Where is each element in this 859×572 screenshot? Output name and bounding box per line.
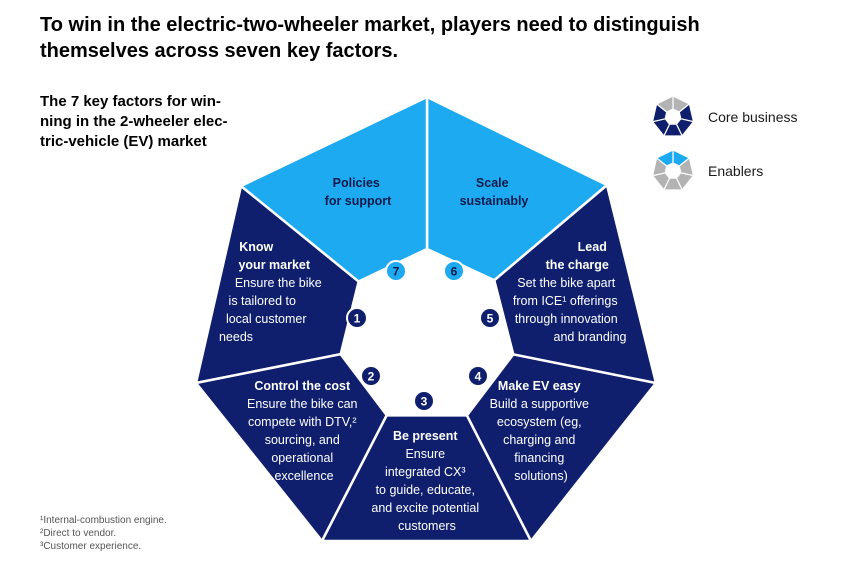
factor-3-body-line: integrated CX³ <box>385 465 466 479</box>
factor-7-title-line: for support <box>325 194 392 208</box>
factor-3-badge: 3 <box>413 390 435 412</box>
factor-7-title: Policies for support <box>325 176 392 208</box>
number-badges: 1 2 3 4 5 6 7 <box>346 260 501 412</box>
factor-4-body-line: Build a supportive <box>490 397 589 411</box>
factor-4-body-line: charging and <box>503 433 575 447</box>
factor-3-body-line: Ensure <box>405 447 445 461</box>
factor-2-badge: 2 <box>360 365 382 387</box>
factor-1-title-line: Know <box>239 240 273 254</box>
legend-icon-segment <box>655 95 674 113</box>
footnote: ³Customer experience. <box>40 541 142 552</box>
legend-icon-segment <box>655 149 674 167</box>
legend: Core business Enablers <box>650 94 798 202</box>
factor-3-text: Be present Ensure integrated CX³ to guid… <box>371 429 482 533</box>
subtitle-line: The 7 key factors for win- <box>40 93 221 110</box>
factor-4-body-line: solutions) <box>514 469 568 483</box>
footnote: ¹Internal-combustion engine. <box>40 515 167 526</box>
diagram-subtitle: The 7 key factors for win- ning in the 2… <box>40 92 255 152</box>
badge-number: 4 <box>475 370 482 384</box>
factor-3-body-line: and excite potential <box>371 501 479 515</box>
legend-item-core: Core business <box>650 94 798 140</box>
subtitle-line: tric-vehicle (EV) market <box>40 133 207 150</box>
factor-3-body-line: to guide, educate, <box>376 483 475 497</box>
factor-4-body-line: ecosystem (eg, <box>497 415 582 429</box>
factor-6-badge: 6 <box>443 260 465 282</box>
factor-4-body-line: financing <box>514 451 564 465</box>
factor-5-body-line: through innovation <box>515 312 618 326</box>
legend-label-enablers: Enablers <box>708 163 764 179</box>
factor-2-body-line: Ensure the bike can <box>247 397 358 411</box>
factor-5-body-line: Set the bike apart <box>517 276 616 290</box>
badge-circle <box>467 365 489 387</box>
factor-2-body-line: operational <box>271 451 333 465</box>
legend-label-core: Core business <box>708 109 798 125</box>
badge-number: 6 <box>451 265 458 279</box>
badge-number: 7 <box>393 265 400 279</box>
segment-labels: Policies for support Scale sustainably K… <box>219 176 627 533</box>
factor-1-body-line: needs <box>219 330 253 344</box>
factor-7-title-line: Policies <box>333 176 380 190</box>
footnotes: ¹Internal-combustion engine. ²Direct to … <box>40 514 167 553</box>
badge-circle <box>346 307 368 329</box>
factor-2-body-line: excellence <box>274 469 333 483</box>
heptagon-enablers-icon <box>651 149 695 192</box>
factor-1-title-line: your market <box>238 258 310 272</box>
factor-6-title-line: sustainably <box>460 194 529 208</box>
badge-number: 1 <box>354 312 361 326</box>
factor-2-title-line: Control the cost <box>254 379 351 393</box>
badge-circle <box>413 390 435 412</box>
factor-6-title: Scale sustainably <box>460 176 529 208</box>
factor-3-body-line: customers <box>398 519 456 533</box>
badge-circle <box>385 260 407 282</box>
factor-4-text: Make EV easy Build a supportive ecosyste… <box>490 379 593 483</box>
factor-5-body-line: from ICE¹ offerings <box>513 294 618 308</box>
factor-5-title-line: Lead <box>578 240 607 254</box>
subtitle-line: ning in the 2-wheeler elec- <box>40 113 228 130</box>
factor-7-badge: 7 <box>385 260 407 282</box>
factor-2-body-line: sourcing, and <box>265 433 340 447</box>
page-title: To win in the electric-two-wheeler marke… <box>40 14 700 62</box>
badge-circle <box>443 260 465 282</box>
heptagon-segments <box>193 94 659 544</box>
factor-1-text: Know your market Ensure the bike is tail… <box>219 240 325 344</box>
badge-number: 2 <box>368 370 375 384</box>
badge-circle <box>479 307 501 329</box>
factor-5-badge: 5 <box>479 307 501 329</box>
factor-1-body-line: is tailored to <box>229 294 296 308</box>
factor-5-title-line: the charge <box>546 258 609 272</box>
factor-4-title-line: Make EV easy <box>498 379 581 393</box>
factor-6-title-line: Scale <box>476 176 509 190</box>
factor-1-badge: 1 <box>346 307 368 329</box>
badge-number: 3 <box>421 395 428 409</box>
legend-item-enablers: Enablers <box>650 148 798 194</box>
footnote: ²Direct to vendor. <box>40 528 117 539</box>
factor-1-body-line: local customer <box>226 312 307 326</box>
factor-3-title-line: Be present <box>393 429 458 443</box>
factor-2-body-line: compete with DTV,² <box>248 415 357 429</box>
factor-5-body-line: and branding <box>554 330 627 344</box>
heptagon-core-icon <box>651 95 695 138</box>
factor-5-text: Lead the charge Set the bike apart from … <box>513 240 627 344</box>
badge-number: 5 <box>487 312 494 326</box>
badge-circle <box>360 365 382 387</box>
factor-2-text: Control the cost Ensure the bike can com… <box>247 379 361 483</box>
factor-4-badge: 4 <box>467 365 489 387</box>
factor-1-body-line: Ensure the bike <box>235 276 322 290</box>
